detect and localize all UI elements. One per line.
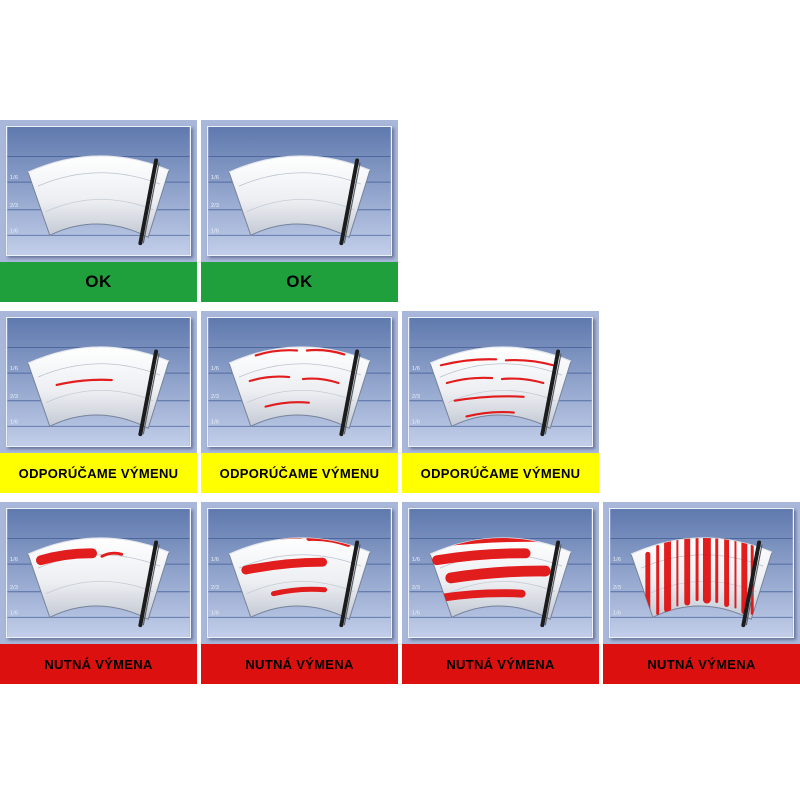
windshield-panel-frame: 1/6 2/3 1/6 (0, 502, 197, 644)
wear-marks (248, 348, 346, 408)
status-band-bad: NUTNÁ VÝMENA (402, 644, 599, 684)
status-band-ok: OK (201, 262, 398, 302)
status-band-bad: NUTNÁ VÝMENA (0, 644, 197, 684)
grid-marker-label: 2/3 (211, 585, 220, 591)
windshield-panel-frame: 1/6 2/3 1/6 (603, 502, 800, 644)
windshield-panel-frame: 1/6 2/3 1/6 (0, 120, 197, 262)
windshield-illustration-severe-smearing: 1/6 2/3 1/6 (409, 509, 592, 637)
grid-marker-label: 1/6 (10, 610, 19, 616)
wiper-blade (339, 540, 361, 628)
windshield-panel-frame: 1/6 2/3 1/6 (201, 120, 398, 262)
grid-marker-label: 1/6 (211, 419, 220, 425)
grid-marker-label: 1/6 (211, 228, 220, 234)
windshield-panel-frame: 1/6 2/3 1/6 (201, 502, 398, 644)
status-label: NUTNÁ VÝMENA (245, 656, 354, 672)
grid-marker-label: 1/6 (211, 610, 220, 616)
wiper-blade (339, 349, 361, 437)
wiper-blade (741, 540, 763, 628)
grid-marker-label: 1/6 (10, 557, 19, 563)
wiper-blade (540, 349, 562, 437)
windshield-panel: 1/6 2/3 1/6 (207, 317, 392, 447)
grid-marker-label: 2/3 (412, 585, 421, 591)
grid-marker-label: 1/6 (211, 366, 220, 372)
grid-marker-label: 1/6 (412, 366, 421, 372)
grid-marker-label: 1/6 (10, 175, 19, 181)
status-label: ODPORÚČAME VÝMENU (420, 465, 581, 481)
windshield-panel-frame: 1/6 2/3 1/6 (0, 311, 197, 453)
grid-marker-label: 1/6 (412, 419, 421, 425)
wiper-blade (540, 540, 562, 628)
windshield-panel: 1/6 2/3 1/6 (6, 317, 191, 447)
windshield-illustration-total-wear-vertical-streaks: 1/6 2/3 1/6 (610, 509, 793, 637)
wiper-blade (339, 158, 361, 246)
grid-marker-label: 2/3 (613, 585, 622, 591)
grid-marker-label: 2/3 (10, 585, 19, 591)
grid-marker-label: 1/6 (10, 366, 19, 372)
grid-marker-label: 1/6 (10, 228, 19, 234)
windshield-panel-frame: 1/6 2/3 1/6 (402, 502, 599, 644)
status-band-ok: OK (0, 262, 197, 302)
windshield-illustration-many-streaks: 1/6 2/3 1/6 (409, 318, 592, 446)
windshield-illustration-light-streaks: 1/6 2/3 1/6 (208, 318, 391, 446)
windshield-panel: 1/6 2/3 1/6 (207, 508, 392, 638)
status-label: NUTNÁ VÝMENA (446, 656, 555, 672)
wear-marks (55, 378, 113, 387)
grid-marker-label: 1/6 (412, 557, 421, 563)
windshield-panel: 1/6 2/3 1/6 (408, 508, 593, 638)
status-label: ODPORÚČAME VÝMENU (18, 465, 179, 481)
windshield-panel-frame: 1/6 2/3 1/6 (201, 311, 398, 453)
grid-marker-label: 2/3 (211, 203, 220, 209)
windshield-panel: 1/6 2/3 1/6 (207, 126, 392, 256)
windshield-panel: 1/6 2/3 1/6 (408, 317, 593, 447)
status-band-warn: ODPORÚČAME VÝMENU (402, 453, 599, 493)
status-label: ODPORÚČAME VÝMENU (219, 465, 380, 481)
status-label: NUTNÁ VÝMENA (647, 656, 756, 672)
windshield-illustration-first-traces: 1/6 2/3 1/6 (208, 127, 391, 255)
status-band-bad: NUTNÁ VÝMENA (201, 644, 398, 684)
windshield-illustration-single-streak: 1/6 2/3 1/6 (7, 318, 190, 446)
status-band-warn: ODPORÚČAME VÝMENU (0, 453, 197, 493)
grid-marker-label: 1/6 (613, 610, 622, 616)
status-label: NUTNÁ VÝMENA (44, 656, 153, 672)
windshield-illustration-heavy-smearing: 1/6 2/3 1/6 (208, 509, 391, 637)
grid-marker-label: 2/3 (412, 394, 421, 400)
grid-marker-label: 1/6 (211, 557, 220, 563)
windshield-panel: 1/6 2/3 1/6 (609, 508, 794, 638)
windshield-illustration-smearing: 1/6 2/3 1/6 (7, 509, 190, 637)
grid-marker-label: 2/3 (10, 203, 19, 209)
wear-marks (645, 538, 754, 615)
windshield-illustration-clean: 1/6 2/3 1/6 (7, 127, 190, 255)
windshield-panel: 1/6 2/3 1/6 (6, 508, 191, 638)
status-band-bad: NUTNÁ VÝMENA (603, 644, 800, 684)
status-band-warn: ODPORÚČAME VÝMENU (201, 453, 398, 493)
windshield-panel-frame: 1/6 2/3 1/6 (402, 311, 599, 453)
wiper-blade (138, 158, 160, 246)
wiper-blade (138, 540, 160, 628)
grid-marker-label: 1/6 (211, 175, 220, 181)
wiper-blade (138, 349, 160, 437)
grid-marker-label: 1/6 (10, 419, 19, 425)
status-label: OK (286, 272, 313, 291)
grid-marker-label: 1/6 (613, 557, 622, 563)
grid-marker-label: 2/3 (211, 394, 220, 400)
grid-marker-label: 2/3 (10, 394, 19, 400)
windshield-panel: 1/6 2/3 1/6 (6, 126, 191, 256)
status-label: OK (85, 272, 112, 291)
grid-marker-label: 1/6 (412, 610, 421, 616)
